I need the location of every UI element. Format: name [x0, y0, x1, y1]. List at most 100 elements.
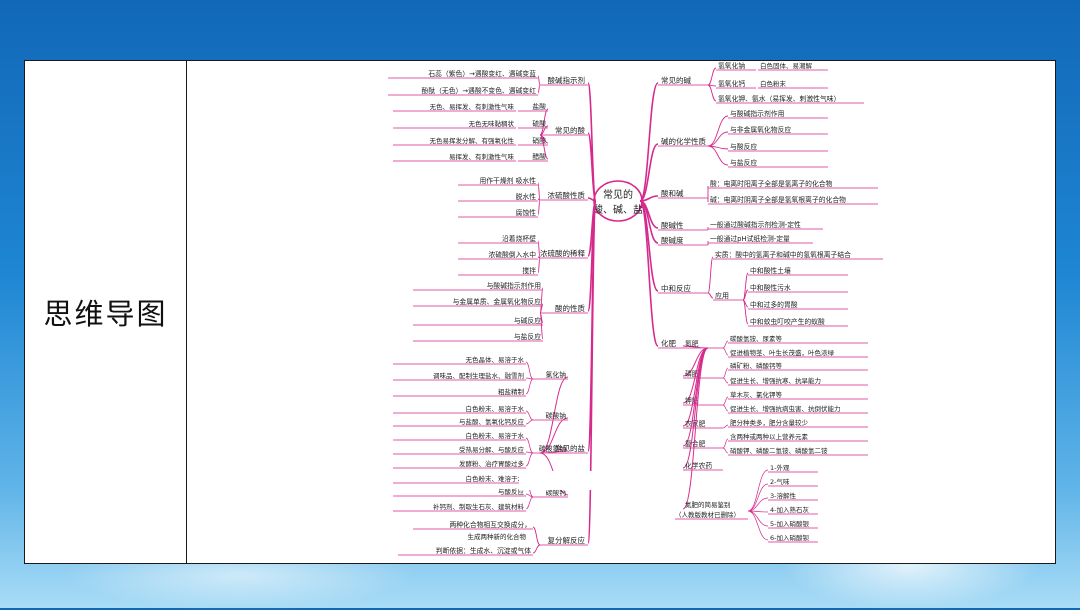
fertilizer-note-link-2-1: [722, 404, 729, 412]
fertilizer-note-link-6-0: [747, 469, 769, 512]
base-link-2: [707, 84, 717, 102]
fertilizer-name-3: 农家肥: [685, 419, 706, 428]
right-branch-label-5: 中和反应: [661, 283, 691, 293]
base-link-0: [707, 67, 717, 86]
application-label: 应用: [715, 291, 729, 300]
fertilizer-note-link-6-2: [747, 497, 769, 512]
fertilizer-note-4-1: 硝酸钾、磷酸二氢铵、磷酸氢二铵: [730, 446, 828, 455]
salt-note-link-3-2: [525, 496, 534, 510]
salt-note-2-0: 白色粉末、易溶于水: [466, 431, 525, 440]
right-branch-line-6: [639, 200, 659, 347]
fertilizer-name-2: 钾肥: [685, 396, 699, 405]
fertilizer-link-6: [682, 347, 709, 510]
salt-note-0-0: 无色晶体、易溶于水: [466, 355, 525, 364]
salt-name-3: 碳酸钙: [546, 488, 567, 497]
fertilizer-note-2-0: 草木灰、氯化钾等: [730, 390, 783, 399]
salt-note-3-0: 白色粉末、难溶于水: [466, 474, 525, 483]
salt-note-link-2-0: [525, 437, 534, 454]
fertilizer-note-link-4-0: [722, 438, 729, 449]
dilution-step-1: 浓硫酸倒入水中: [488, 250, 536, 259]
salt-note-1-0: 白色粉末、易溶于水: [466, 404, 525, 413]
application-item-3-link: [742, 299, 749, 325]
acid-name-1: 硫酸: [532, 119, 546, 128]
sulfuric-prop-0-link: [537, 182, 541, 201]
fertilizer-note-link-6-4: [747, 510, 769, 527]
slide-title: 思维导图: [43, 297, 168, 331]
left-branch-label-3: 浓硫酸的稀释: [540, 248, 585, 258]
right-branch-line-0: [639, 82, 659, 202]
acid-base-def-1: 碱：电离时阴离子全部是氢氧根离子的化合物: [710, 195, 846, 204]
fertilizer-note-3-0: 肥分种类多，肥分含量较少: [730, 418, 809, 427]
salt-link-1: [539, 417, 569, 454]
left-branch-label-6: 复分解反应: [548, 535, 586, 545]
base-name-1: 氢氧化钙: [718, 79, 745, 88]
application-item-3: 中和蚊虫叮咬产生的蚁酸: [750, 317, 825, 326]
acid-note-3: 易挥发、有刺激性气味: [449, 152, 515, 161]
fertilizer-note-link-3-0: [722, 424, 729, 429]
fertilizer-note-2-1: 促进生长、增强抗病虫害、抗倒伏能力: [730, 404, 841, 413]
left-branch-label-2: 浓硫酸性质: [548, 190, 586, 200]
indicator-litmus-link: [537, 75, 541, 86]
neutralization-essence-link: [707, 256, 714, 294]
ph-method: 一般通过pH试纸检测-定量: [710, 234, 790, 243]
acid-link-3: [539, 134, 549, 160]
left-branch-line-1: [587, 132, 597, 202]
base-name-0: 氢氧化钠: [718, 61, 745, 70]
sulfuric-prop-1: 脱水性: [516, 192, 537, 201]
base-property-3: 与盐反应: [730, 158, 757, 167]
salt-note-link-0-2: [525, 378, 534, 395]
salt-note-3-1: 与酸反应: [498, 487, 525, 496]
salt-note-2-1: 受热易分解、与酸反应: [459, 445, 525, 454]
mind-map-svg: 常见的酸、碱、盐酸碱指示剂常见的酸浓硫酸性质浓硫酸的稀释酸的性质常见的盐复分解反…: [388, 61, 883, 556]
salt-note-link-2-2: [525, 452, 534, 467]
application-item-1: 中和酸性污水: [750, 283, 791, 292]
dilution-step-2-link: [537, 257, 541, 274]
fertilizer-note-link-2-0: [722, 396, 729, 406]
left-branch-label-1: 常见的酸: [555, 125, 585, 135]
double-decomp-def-2: 生成两种新的化合物: [468, 532, 527, 541]
acid-property-3-link: [539, 312, 544, 340]
right-branch-label-2: 酸和碱: [661, 188, 684, 198]
base-property-0-link: [707, 115, 729, 147]
base-property-3-link: [707, 145, 729, 166]
left-branch-label-0: 酸碱指示剂: [548, 75, 586, 85]
indicator-phenolphthalein-link: [537, 84, 541, 94]
acid-name-2: 硝酸: [532, 136, 546, 145]
double-decomp-criterion-link: [532, 544, 541, 554]
salt-note-0-2: 粗盐精制: [498, 387, 525, 396]
salt-name-2: 碳酸氢钠: [539, 444, 566, 453]
salt-link-0: [539, 376, 569, 454]
base-note-1: 白色粉末: [760, 79, 787, 88]
masked-region: [519, 471, 685, 490]
fertilizer-link-3: [682, 347, 709, 427]
acid-property-1: 与金属单质、金属氧化物反应: [453, 297, 542, 306]
acid-link-0: [539, 108, 549, 136]
fertilizer-name-4: 复合肥: [685, 439, 706, 448]
fertilizer-note-6-0: 1-外观: [770, 463, 790, 472]
fertilizer-name-6: 氮肥的简易鉴别: [685, 500, 731, 509]
center-label-line2: 酸、碱、盐: [593, 203, 643, 216]
application-link: [707, 292, 714, 299]
application-item-0: 中和酸性土壤: [750, 266, 791, 275]
acid-property-2: 与碱反应: [514, 316, 541, 325]
fertilizer-note-link-0-1: [722, 347, 729, 356]
base-property-1-link: [707, 131, 729, 147]
fertilizer-name-0: 氮肥: [685, 339, 699, 348]
fertilizer-note-6-2: 3-溶解性: [770, 491, 796, 500]
left-branch-label-5: 常见的盐: [555, 443, 585, 453]
base-property-2: 与酸反应: [730, 142, 757, 151]
indicator-phenolphthalein: 酚酞（无色）→遇酸不变色、遇碱变红: [422, 86, 537, 95]
fertilizer-note-1-0: 磷矿粉、磷酸钙等: [730, 361, 783, 370]
acid-note-0: 无色、易挥发、有刺激性气味: [430, 102, 515, 111]
fertilizer-name-6-note: （人教版教材已删除）: [675, 510, 740, 519]
dilution-step-2: 搅拌: [522, 266, 536, 275]
base-name-2: 氢氧化钾、氨水（易挥发、刺激性气味）: [718, 94, 840, 103]
salt-note-2-2: 发酵粉、治疗胃酸过多: [459, 459, 525, 468]
indicator-litmus: 石蕊（紫色）→遇酸变红、遇碱变蓝: [428, 69, 536, 78]
dilution-step-0: 沿着烧杯壁: [502, 234, 536, 243]
fertilizer-note-4-0: 含两种或两种以上营养元素: [730, 432, 809, 441]
fertilizer-note-6-5: 6-加入硝酸钡: [770, 533, 809, 542]
fertilizer-name-5: 化学农药: [685, 461, 712, 470]
application-item-2: 中和过多的胃酸: [750, 300, 798, 309]
sulfuric-prop-0: 用作干燥剂 吸水性: [479, 176, 536, 185]
